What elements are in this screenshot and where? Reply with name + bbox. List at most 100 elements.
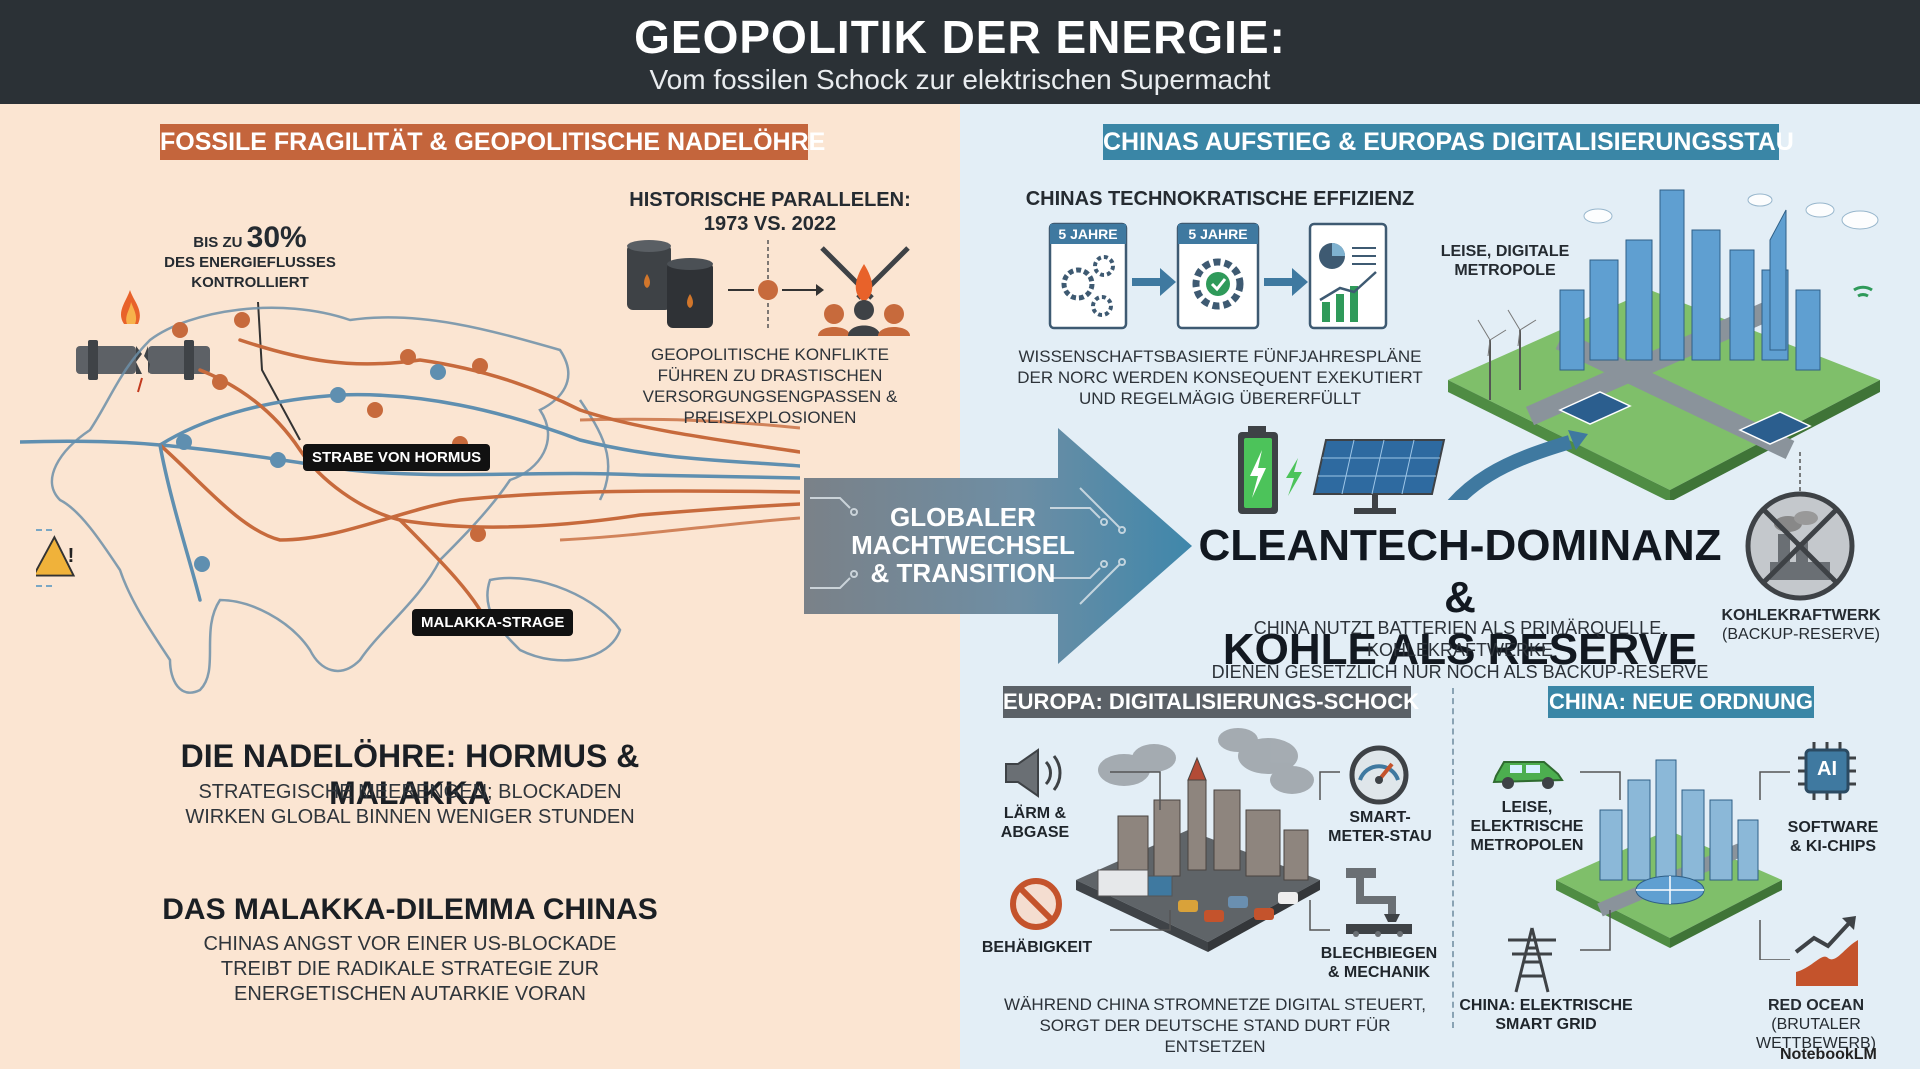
malakka-line2: TREIBT DIE RADIKALE STRATEGIE ZUR	[220, 958, 600, 980]
right-section-banner: CHINAS AUFSTIEG & EUROPAS DIGITALISIERUN…	[1103, 124, 1794, 160]
page-title: GEOPOLITIK DER ENERGIE:	[634, 11, 1286, 63]
arrow-label-line1: GLOBALER	[890, 502, 1036, 532]
metropole-line1: LEISE, DIGITALE	[1440, 243, 1570, 260]
metropole-label: LEISE, DIGITALE METROPOLE	[1430, 242, 1580, 280]
metropolen-line1: LEISE,	[1501, 799, 1553, 816]
cleantech-line1: CHINA NUTZT BATTERIEN ALS PRIMÄRQUELLE, …	[1253, 618, 1667, 660]
behaebigkeit-label: BEHÄBIGKEIT	[981, 939, 1093, 956]
effizienz-line2: DER NORC WERDEN KONSEQUENT EXEKUTIERT	[1017, 368, 1423, 387]
redocean-line2: (BRUTALER WETTBEWERB)	[1756, 1016, 1876, 1052]
megaphone-icon	[1005, 748, 1062, 798]
nadeloehre-line2: WIRKEN GLOBAL BINNEN WENIGER STUNDEN	[185, 806, 635, 828]
cleantech-title-line2: KOHLE ALS RESERVE	[1222, 625, 1698, 674]
headline-nadeloehre-text: STRATEGISCHE MEERENGEN; BLOCKADEN WIRKEN…	[150, 780, 670, 830]
smartgrid-label: CHINA: ELEKTRISCHE SMART GRID	[1456, 996, 1636, 1034]
arrow-label: GLOBALER MACHTWECHSEL & TRANSITION	[838, 503, 1088, 587]
malakka-tag: MALAKKA-STRAGE	[412, 609, 574, 636]
warning-icon: !	[36, 529, 76, 587]
headline-malakka-dilemma: DAS MALAKKA-DILEMMA CHINAS	[162, 893, 658, 926]
china-section-pill: CHINA: NEUE ORDNUNG	[1548, 686, 1814, 718]
rising-chart-icon	[1794, 916, 1858, 986]
effizienz-line1: WISSENSCHAFTSBASIERTE FÜNFJAHRESPLÄNE	[1018, 347, 1422, 366]
electric-car-icon	[1492, 761, 1564, 789]
crossed-coal-plant-icon	[1745, 452, 1855, 601]
ai-chip-label: AI	[1817, 758, 1837, 780]
stat-pointer-line	[257, 301, 301, 441]
power-tower-icon	[1508, 927, 1556, 993]
blechbiegen-line1: BLECHBIEGEN	[1320, 945, 1438, 962]
europa-caption-line2: SORGT DER DEUTSCHE STAND DURT FÜR ENTSET…	[1039, 1016, 1391, 1056]
smartmeter-label: SMART- METER-STAU	[1320, 808, 1440, 846]
prohibited-icon	[1010, 878, 1062, 930]
redocean-label: RED OCEAN (BRUTALER WETTBEWERB)	[1716, 996, 1916, 1053]
smart-city-illustration	[1556, 759, 1782, 948]
cleantech-text: CHINA NUTZT BATTERIEN ALS PRIMÄRQUELLE, …	[1170, 617, 1750, 683]
effizienz-line3: UND REGELMÄGIG ÜBERERFÜLLT	[1078, 389, 1362, 408]
five-year-plan-flow-icon	[1048, 222, 1388, 330]
kohle-line1: KOHLEKRAFTWERK	[1721, 607, 1881, 624]
oil-barrels-icon	[627, 240, 713, 328]
nadeloehre-line1: STRATEGISCHE MEERENGEN; BLOCKADEN	[198, 781, 622, 803]
left-panel	[0, 104, 960, 1069]
blechbiegen-line2: & MECHANIK	[1327, 964, 1431, 981]
laerm-line1: LÄRM &	[1003, 805, 1067, 822]
stat-prefix: BIS ZU	[193, 234, 243, 251]
malakka-line3: ENERGETISCHEN AUTARKIE VORAN	[234, 983, 586, 1005]
section-divider	[1452, 688, 1454, 1028]
conflict-icon	[818, 246, 910, 336]
page-subtitle: Vom fossilen Schock zur elektrischen Sup…	[649, 64, 1271, 95]
metropolen-label: LEISE, ELEKTRISCHE METROPOLEN	[1460, 798, 1594, 855]
headline-malakka-text: CHINAS ANGST VOR EINER US-BLOCKADE TREIB…	[150, 932, 670, 1007]
plan-label-2: 5 JAHRE	[1188, 226, 1248, 242]
parallels-text-line4: PREISEXPLOSIONEN	[683, 408, 857, 427]
gauge-icon	[1349, 745, 1409, 805]
timeline-arrow-icon	[728, 240, 824, 330]
europa-section-pill: EUROPA: DIGITALISIERUNGS-SCHOCK	[1003, 686, 1419, 718]
metropolen-line2: ELEKTRISCHE	[1470, 818, 1584, 835]
parallels-text-line2: FÜHREN ZU DRASTISCHEN	[657, 366, 883, 385]
headline-nadeloehre: DIE NADELÖHRE: HORMUS & MALAKKA	[180, 738, 640, 811]
broken-pipeline-icon	[76, 290, 210, 393]
plan-label-1: 5 JAHRE	[1058, 226, 1118, 242]
kohle-line2: (BACKUP-RESERVE)	[1722, 626, 1880, 643]
parallels-title: HISTORISCHE PARALLELEN: 1973 VS. 2022	[620, 188, 920, 236]
digital-metropolis-illustration	[1447, 189, 1880, 500]
laerm-label: LÄRM & ABGASE	[990, 804, 1080, 842]
software-line1: SOFTWARE	[1787, 819, 1879, 836]
laerm-line2: ABGASE	[1000, 824, 1070, 841]
ai-chip-icon	[1798, 742, 1856, 800]
stat-line3: KONTROLLIERT	[191, 274, 309, 291]
connector-lines	[1110, 771, 1790, 960]
smartmeter-line2: METER-STAU	[1328, 828, 1432, 845]
parallels-text-line1: GEOPOLITISCHE KONFLIKTE	[650, 345, 890, 364]
parallels-title-line2: 1973 VS. 2022	[703, 213, 837, 235]
cleantech-title-line1: CLEANTECH-DOMINANZ &	[1198, 521, 1722, 622]
malakka-line1: CHINAS ANGST VOR EINER US-BLOCKADE	[203, 933, 617, 955]
parallels-text: GEOPOLITISCHE KONFLIKTE FÜHREN ZU DRASTI…	[620, 344, 920, 428]
stat-value: 30%	[246, 221, 307, 254]
arrow-label-line3: & TRANSITION	[870, 558, 1056, 588]
battery-solar-icon	[1238, 426, 1446, 514]
parallels-title-line1: HISTORISCHE PARALLELEN:	[629, 189, 911, 211]
cleantech-line2: DIENEN GESETZLICH NUR NOCH ALS BACKUP-RE…	[1211, 662, 1709, 682]
stat-callout: BIS ZU 30% DES ENERGIEFLUSSES KONTROLLIE…	[150, 223, 350, 293]
metropole-line2: METROPOLE	[1454, 262, 1556, 279]
effizienz-text: WISSENSCHAFTSBASIERTE FÜNFJAHRESPLÄNE DE…	[1000, 346, 1440, 409]
software-label: SOFTWARE & KI-CHIPS	[1778, 818, 1888, 856]
parallels-text-line3: VERSORGUNGSENGPASSEN &	[642, 387, 898, 406]
robot-arm-icon	[1346, 868, 1412, 937]
header-bar	[0, 0, 1920, 104]
europa-caption: WÄHREND CHINA STROMNETZE DIGITAL STEUERT…	[990, 994, 1440, 1057]
blechbiegen-label: BLECHBIEGEN & MECHANIK	[1314, 944, 1444, 982]
kohle-label: KOHLEKRAFTWERK (BACKUP-RESERVE)	[1716, 606, 1886, 644]
cleantech-title: CLEANTECH-DOMINANZ & KOHLE ALS RESERVE	[1180, 520, 1740, 676]
metropolen-line3: METROPOLEN	[1470, 837, 1584, 854]
europa-caption-line1: WÄHREND CHINA STROMNETZE DIGITAL STEUERT…	[1004, 995, 1426, 1014]
smartmeter-line1: SMART-	[1349, 809, 1411, 826]
arrow-label-line2: MACHTWECHSEL	[851, 530, 1075, 560]
notebooklm-brand: NotebookLM	[1780, 1046, 1877, 1063]
software-line2: & KI-CHIPS	[1789, 838, 1877, 855]
redocean-line1: RED OCEAN	[1767, 997, 1864, 1014]
polluted-city-illustration	[1076, 728, 1320, 952]
transition-arrow	[804, 428, 1192, 664]
